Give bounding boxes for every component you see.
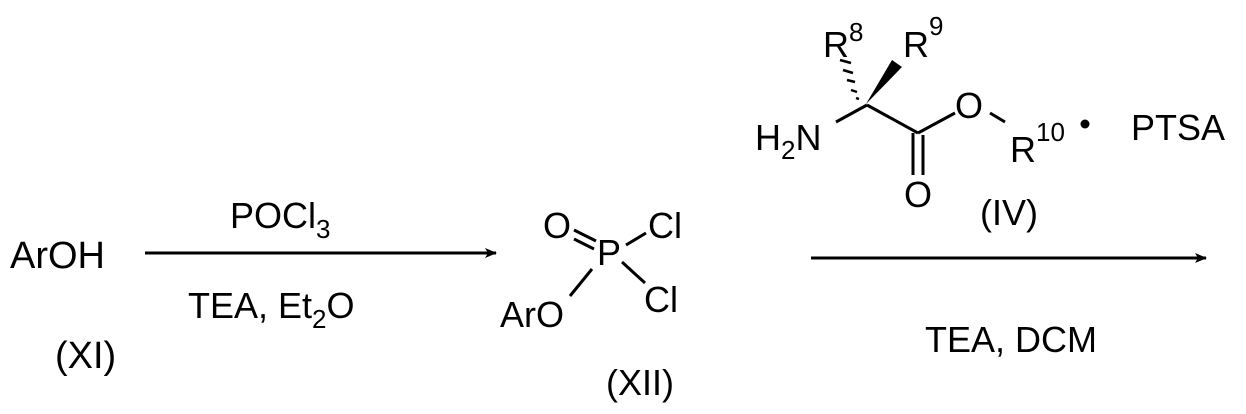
bond-p-o-double-b [573, 237, 595, 251]
atom-aryloxy: ArO [500, 294, 564, 335]
atom-r10: R10 [1010, 117, 1065, 170]
atom-amine: H2N [755, 117, 821, 165]
bond-ccarbonyl-oester [917, 111, 956, 135]
bond-p-o-double-a [573, 228, 597, 243]
bond-p-cl-bottom [620, 260, 647, 285]
atom-oxo: O [543, 205, 571, 246]
atom-chloro-top: Cl [648, 205, 682, 246]
salt-ptsa: PTSA [1131, 107, 1225, 148]
reactant-aroh: ArOH (XI) [10, 235, 116, 377]
bond-n-calpha [835, 103, 868, 124]
bond-p-cl-top [625, 231, 647, 247]
bond-calpha-ccarbonyl [866, 103, 919, 135]
reactant-formula: ArOH [10, 235, 105, 277]
reaction-arrow-1: POCl3 TEA, Et2O [145, 195, 497, 334]
reaction-arrow-2: TEA, DCM [811, 253, 1207, 360]
atom-r8: R8 [823, 17, 863, 65]
atom-r9: R9 [903, 11, 943, 65]
compound-iv: H2N R8 R9 O O R10 PTSA (IV) [755, 11, 1225, 233]
reagent-below-arrow-1: TEA, Et2O [188, 285, 355, 334]
compound-iv-label: (IV) [980, 192, 1038, 233]
atom-ester-oxygen: O [955, 85, 983, 126]
atom-carbonyl-oxygen: O [904, 174, 932, 215]
intermediate-label: (XII) [606, 362, 674, 403]
bond-p-o-aryl [568, 268, 594, 297]
intermediate-xii: O P Cl Cl ArO (XII) [500, 205, 682, 403]
reactant-label: (XI) [55, 335, 116, 377]
atom-phosphorus: P [597, 232, 621, 273]
reagent-above-arrow-1: POCl3 [230, 195, 330, 244]
solid-wedge-bond-r9 [866, 60, 902, 104]
atom-chloro-bottom: Cl [644, 279, 678, 320]
bond-oester-r10 [989, 111, 1006, 124]
hashed-wedge-bond-r8 [839, 58, 860, 101]
reagent-below-arrow-2: TEA, DCM [925, 319, 1097, 360]
salt-dot-icon [1080, 119, 1090, 129]
